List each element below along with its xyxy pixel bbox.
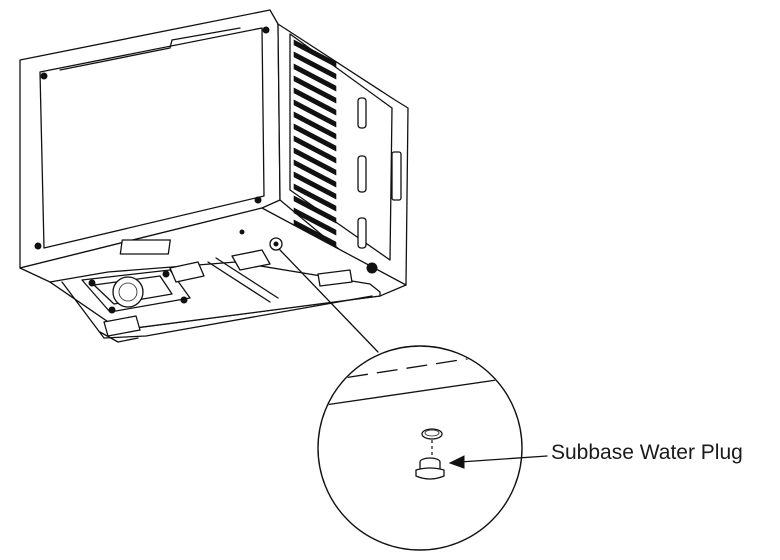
louver-slat	[293, 183, 337, 212]
louver-slat	[293, 111, 337, 140]
callout-arrow	[448, 455, 548, 469]
louver-slat	[293, 147, 337, 176]
louver-slat	[293, 63, 337, 92]
louver-slat	[293, 135, 337, 164]
subbase-water-plug-label: Subbase Water Plug	[551, 441, 743, 464]
louver-slat	[293, 123, 337, 152]
louver-slat	[293, 51, 337, 80]
louver-slat	[293, 39, 337, 68]
water-plug-icon	[415, 457, 445, 480]
louver-slat	[293, 171, 337, 200]
louver-slat	[293, 75, 337, 104]
callout-leader-line	[279, 249, 379, 353]
louver-slat	[293, 99, 337, 128]
louver-slat	[293, 159, 337, 188]
louver-slat	[293, 207, 337, 236]
louver-slat	[293, 87, 337, 116]
louver-slat	[293, 195, 337, 224]
detail-magnifier-circle	[317, 345, 523, 551]
air-conditioner-chassis-icon	[19, 9, 409, 343]
